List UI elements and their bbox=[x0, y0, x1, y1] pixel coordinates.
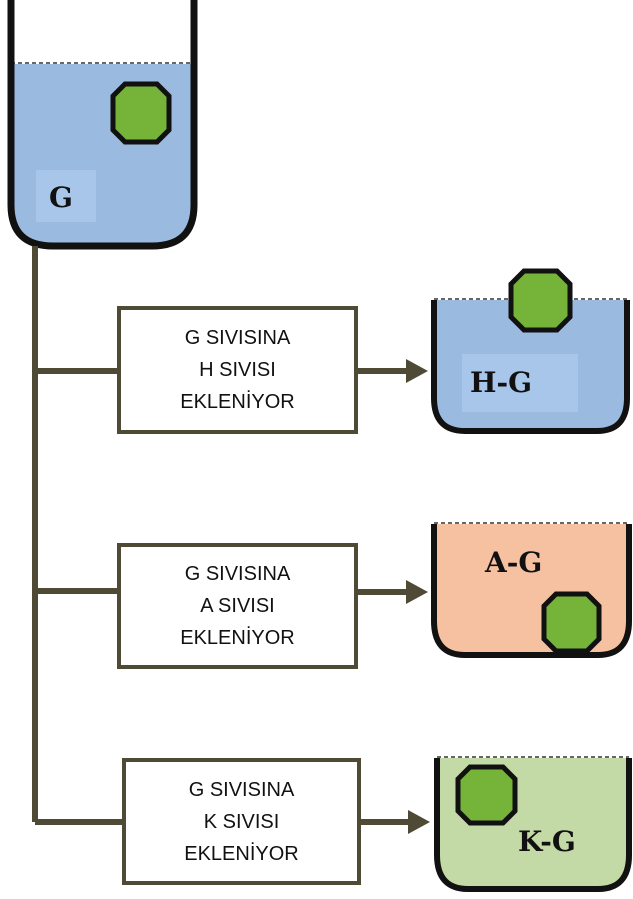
arrow-2-head bbox=[406, 580, 428, 604]
arrow-1-head bbox=[406, 359, 428, 383]
result-3-beaker-outline bbox=[434, 758, 632, 892]
result-beaker-2 bbox=[431, 522, 632, 658]
result-beaker-3 bbox=[434, 756, 632, 892]
step-3-line-2: K SIVISI bbox=[203, 810, 280, 833]
step-3-line-1: G SIVISINA bbox=[188, 778, 295, 801]
result-2-object bbox=[541, 591, 602, 654]
result-1-beaker-outline bbox=[431, 300, 630, 434]
source-object bbox=[110, 81, 172, 145]
step-3-line-3: EKLENİYOR bbox=[184, 842, 299, 865]
source-label: G bbox=[49, 181, 73, 214]
step-1-box: G SIVISINA H SIVISI EKLENİYOR bbox=[117, 306, 358, 434]
connector bbox=[32, 246, 122, 825]
arrow-3-head bbox=[408, 810, 430, 834]
step-2-line-2: A SIVISI bbox=[200, 595, 275, 617]
result-3-label: K-G bbox=[518, 825, 576, 858]
result-beaker-1 bbox=[431, 268, 630, 434]
result-2-label: A-G bbox=[485, 546, 543, 579]
source-beaker bbox=[7, 0, 198, 250]
step-1-line-3: EKLENİYOR bbox=[180, 391, 295, 413]
source-beaker-outline bbox=[7, 0, 198, 250]
result-1-object bbox=[508, 268, 573, 333]
step-2-box: G SIVISINA A SIVISI EKLENİYOR bbox=[117, 543, 358, 669]
step-3-box: G SIVISINA K SIVISI EKLENİYOR bbox=[122, 758, 361, 885]
step-2-line-1: G SIVISINA bbox=[184, 563, 291, 585]
result-1-label-background bbox=[462, 354, 578, 412]
step-2-line-3: EKLENİYOR bbox=[180, 627, 295, 649]
step-1-line-1: G SIVISINA bbox=[184, 327, 291, 349]
result-2-beaker-outline bbox=[431, 524, 632, 658]
result-1-label: H-G bbox=[470, 366, 532, 399]
source-label-background bbox=[36, 170, 96, 222]
step-1-line-2: H SIVISI bbox=[199, 359, 276, 381]
result-3-object bbox=[455, 764, 518, 826]
arrows bbox=[356, 359, 430, 834]
